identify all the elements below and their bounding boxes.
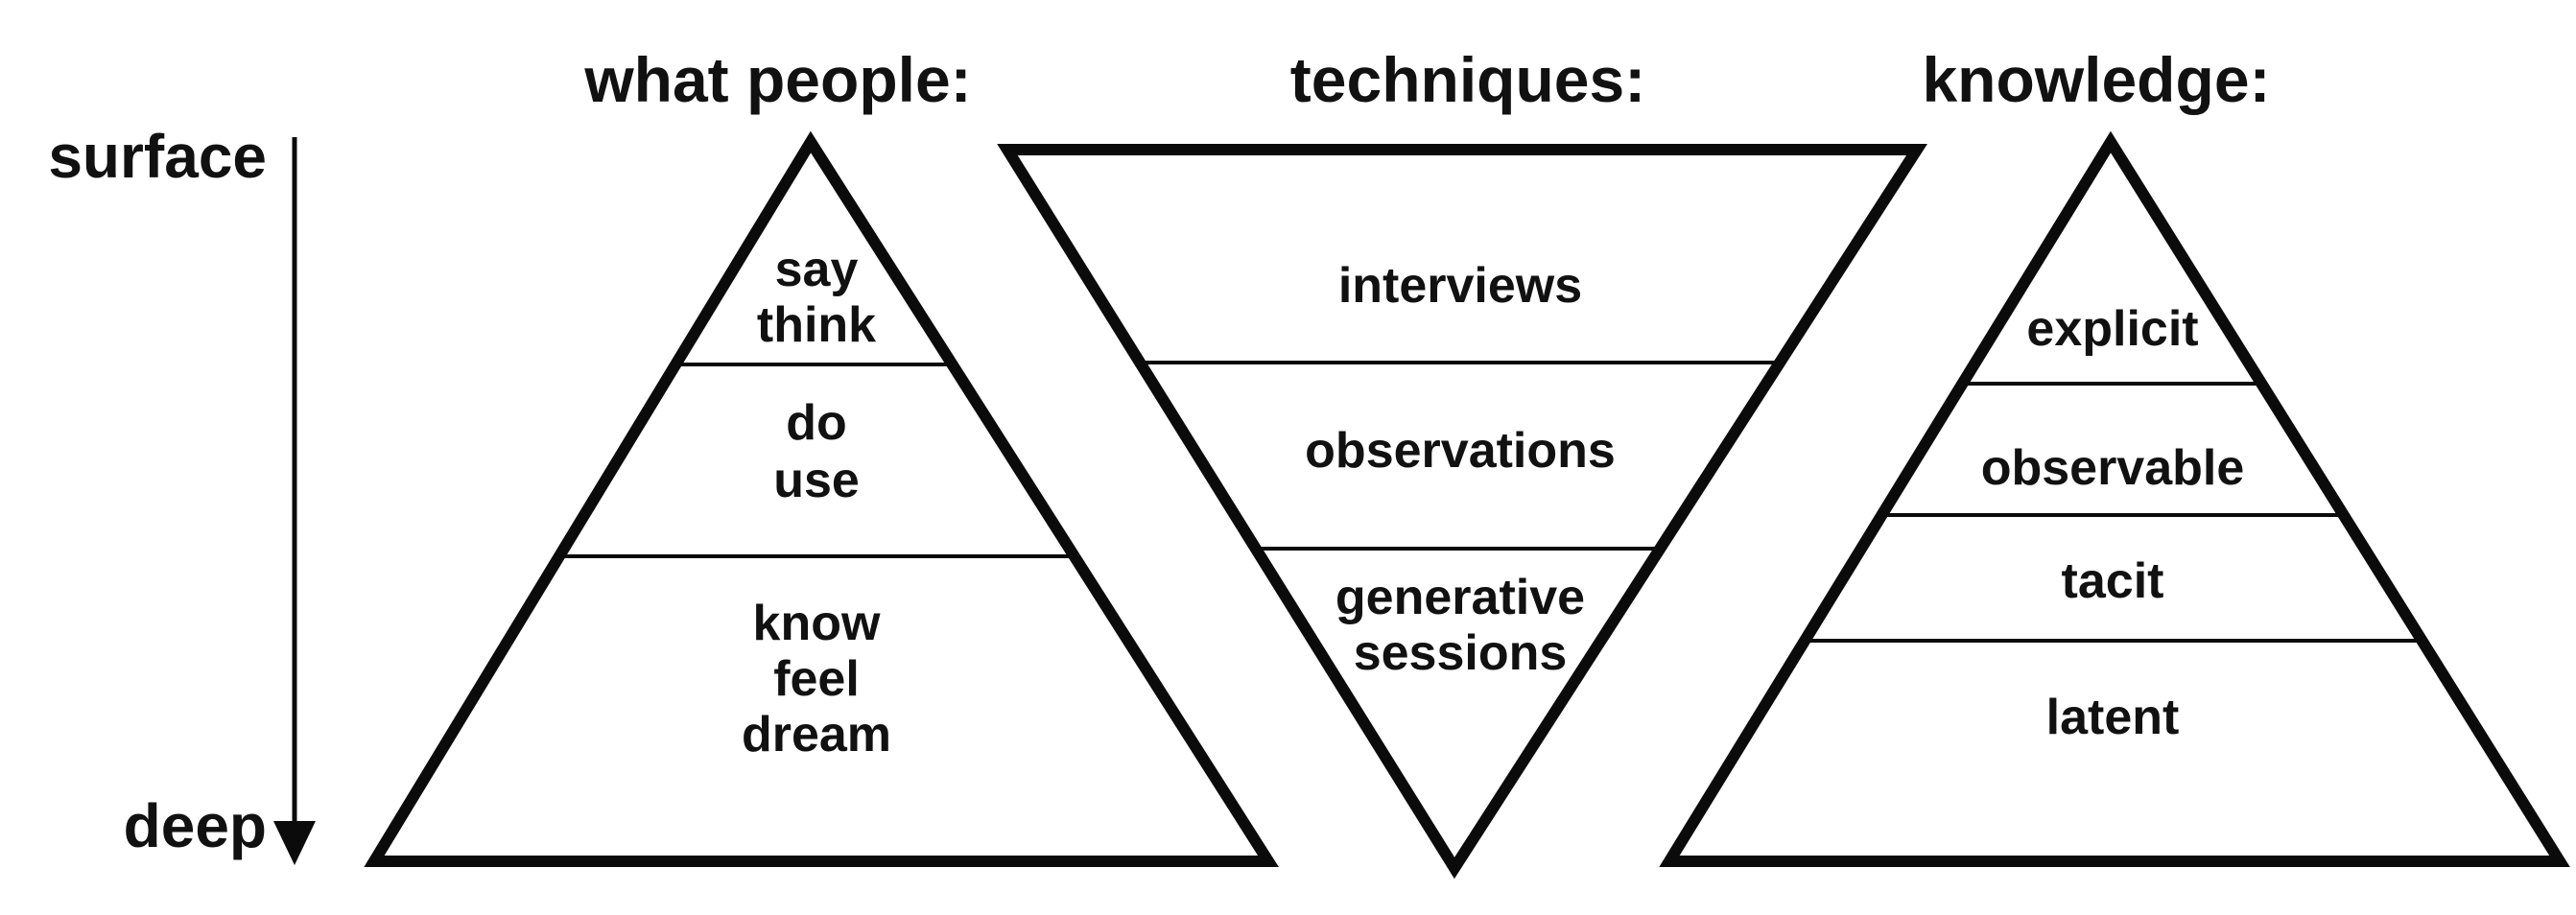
knowledge-header: knowledge: (1922, 44, 2270, 115)
level-label-feel: feel (773, 651, 860, 707)
level-label-dream: dream (742, 707, 891, 762)
level-label-observations: observations (1305, 423, 1616, 479)
techniques-triangle-outline (997, 144, 1927, 880)
level-label-say: say (775, 242, 859, 297)
techniques-header: techniques: (1290, 44, 1645, 115)
level-label-interviews: interviews (1338, 258, 1582, 314)
level-label-sessions: sessions (1354, 625, 1568, 681)
level-label-tacit: tacit (2062, 553, 2164, 609)
level-label-use: use (773, 453, 860, 508)
pyramid-techniques: interviews observations generative sessi… (997, 144, 1927, 880)
depth-axis: surface deep (48, 122, 316, 865)
what-people-header: what people: (583, 44, 971, 115)
pyramid-what-people: say think do use know feel dream (364, 130, 1279, 867)
what-people-triangle-outline (364, 130, 1279, 867)
level-label-generative: generative (1335, 570, 1585, 625)
surface-axis-label: surface (48, 122, 267, 191)
level-label-know: know (753, 596, 881, 651)
deep-axis-label: deep (124, 791, 267, 860)
level-label-think: think (757, 297, 876, 353)
level-label-explicit: explicit (2026, 301, 2198, 357)
pyramid-knowledge: explicit observable tacit latent (1659, 130, 2570, 867)
level-label-observable: observable (1981, 440, 2245, 496)
down-arrow-icon (273, 821, 316, 865)
knowledge-triangle-outline (1659, 130, 2570, 867)
level-label-latent: latent (2046, 690, 2180, 745)
level-label-do: do (786, 395, 847, 451)
